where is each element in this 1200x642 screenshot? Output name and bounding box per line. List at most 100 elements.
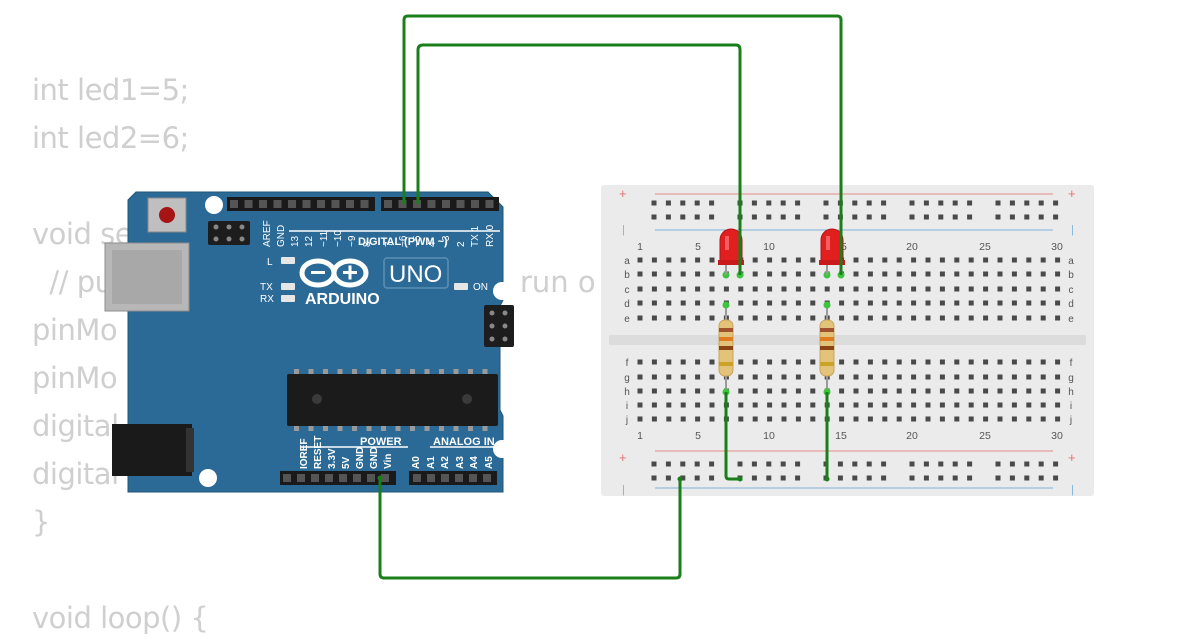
breadboard-hole[interactable] <box>882 315 888 321</box>
breadboard-hole[interactable] <box>997 374 1003 380</box>
breadboard-hole[interactable] <box>882 388 888 394</box>
rail-hole[interactable] <box>766 475 772 481</box>
breadboard-hole[interactable] <box>637 300 643 306</box>
breadboard-hole[interactable] <box>1040 374 1046 380</box>
breadboard-hole[interactable] <box>637 271 643 277</box>
breadboard-hole[interactable] <box>1040 359 1046 365</box>
breadboard-hole[interactable] <box>839 416 845 422</box>
breadboard-hole[interactable] <box>925 300 931 306</box>
breadboard-hole[interactable] <box>752 271 758 277</box>
rail-hole[interactable] <box>866 200 872 206</box>
breadboard-hole[interactable] <box>867 359 873 365</box>
breadboard-hole[interactable] <box>867 257 873 263</box>
breadboard-hole[interactable] <box>810 286 816 292</box>
breadboard-hole[interactable] <box>709 257 715 263</box>
rail-hole[interactable] <box>795 475 801 481</box>
rail-hole[interactable] <box>1038 461 1044 467</box>
breadboard-hole[interactable] <box>795 271 801 277</box>
breadboard-hole[interactable] <box>983 271 989 277</box>
breadboard-hole[interactable] <box>738 315 744 321</box>
breadboard-hole[interactable] <box>738 286 744 292</box>
breadboard-hole[interactable] <box>637 388 643 394</box>
breadboard-hole[interactable] <box>781 315 787 321</box>
breadboard-hole[interactable] <box>1026 416 1032 422</box>
breadboard-hole[interactable] <box>983 374 989 380</box>
breadboard-hole[interactable] <box>968 286 974 292</box>
breadboard-hole[interactable] <box>939 388 945 394</box>
breadboard-hole[interactable] <box>1011 402 1017 408</box>
rail-hole[interactable] <box>795 200 801 206</box>
breadboard-hole[interactable] <box>853 300 859 306</box>
breadboard-hole[interactable] <box>867 402 873 408</box>
breadboard-hole[interactable] <box>896 416 902 422</box>
rail-hole[interactable] <box>709 200 715 206</box>
breadboard-hole[interactable] <box>666 359 672 365</box>
breadboard-hole[interactable] <box>882 416 888 422</box>
breadboard-hole[interactable] <box>1040 286 1046 292</box>
rail-hole[interactable] <box>665 475 671 481</box>
breadboard-hole[interactable] <box>680 300 686 306</box>
breadboard-hole[interactable] <box>666 315 672 321</box>
breadboard-hole[interactable] <box>738 300 744 306</box>
rail-hole[interactable] <box>680 475 686 481</box>
breadboard-hole[interactable] <box>911 271 917 277</box>
breadboard-hole[interactable] <box>1040 257 1046 263</box>
breadboard-hole[interactable] <box>767 271 773 277</box>
breadboard-hole[interactable] <box>637 286 643 292</box>
rail-hole[interactable] <box>852 475 858 481</box>
breadboard-hole[interactable] <box>810 315 816 321</box>
breadboard-hole[interactable] <box>709 388 715 394</box>
breadboard-hole[interactable] <box>752 257 758 263</box>
breadboard-hole[interactable] <box>1011 359 1017 365</box>
breadboard-hole[interactable] <box>1026 271 1032 277</box>
wire-gnd-to-rail[interactable] <box>378 478 682 580</box>
breadboard-hole[interactable] <box>637 374 643 380</box>
breadboard-hole[interactable] <box>795 374 801 380</box>
rail-hole[interactable] <box>923 200 929 206</box>
breadboard-hole[interactable] <box>839 315 845 321</box>
header-pin-hole[interactable] <box>441 474 449 482</box>
rail-hole[interactable] <box>751 461 757 467</box>
breadboard-hole[interactable] <box>709 402 715 408</box>
rail-hole[interactable] <box>766 200 772 206</box>
rail-hole[interactable] <box>651 200 657 206</box>
breadboard-hole[interactable] <box>795 388 801 394</box>
breadboard-hole[interactable] <box>853 271 859 277</box>
breadboard-hole[interactable] <box>882 271 888 277</box>
breadboard-hole[interactable] <box>1040 402 1046 408</box>
breadboard-hole[interactable] <box>767 286 773 292</box>
rail-hole[interactable] <box>694 200 700 206</box>
breadboard-hole[interactable] <box>839 359 845 365</box>
breadboard-hole[interactable] <box>1055 359 1061 365</box>
breadboard-hole[interactable] <box>882 374 888 380</box>
breadboard-hole[interactable] <box>939 286 945 292</box>
breadboard-hole[interactable] <box>709 271 715 277</box>
breadboard-hole[interactable] <box>767 257 773 263</box>
header-pin-hole[interactable] <box>367 474 375 482</box>
breadboard-hole[interactable] <box>839 300 845 306</box>
breadboard-hole[interactable] <box>853 402 859 408</box>
breadboard-hole[interactable] <box>695 388 701 394</box>
header-pin-hole[interactable] <box>317 200 325 208</box>
header-pin-hole[interactable] <box>297 474 305 482</box>
breadboard-hole[interactable] <box>810 271 816 277</box>
rail-hole[interactable] <box>938 475 944 481</box>
header-pin-hole[interactable] <box>302 200 311 208</box>
header-pin-hole[interactable] <box>485 200 494 208</box>
breadboard-hole[interactable] <box>882 359 888 365</box>
breadboard-hole[interactable] <box>1011 300 1017 306</box>
breadboard-hole[interactable] <box>709 300 715 306</box>
rail-hole[interactable] <box>967 475 973 481</box>
breadboard-hole[interactable] <box>781 416 787 422</box>
breadboard-hole[interactable] <box>810 359 816 365</box>
breadboard-hole[interactable] <box>867 416 873 422</box>
rail-hole[interactable] <box>852 461 858 467</box>
breadboard-hole[interactable] <box>997 388 1003 394</box>
breadboard-hole[interactable] <box>983 416 989 422</box>
rail-hole[interactable] <box>665 200 671 206</box>
breadboard-hole[interactable] <box>911 359 917 365</box>
breadboard-hole[interactable] <box>983 402 989 408</box>
header-pin-hole[interactable] <box>331 200 340 208</box>
